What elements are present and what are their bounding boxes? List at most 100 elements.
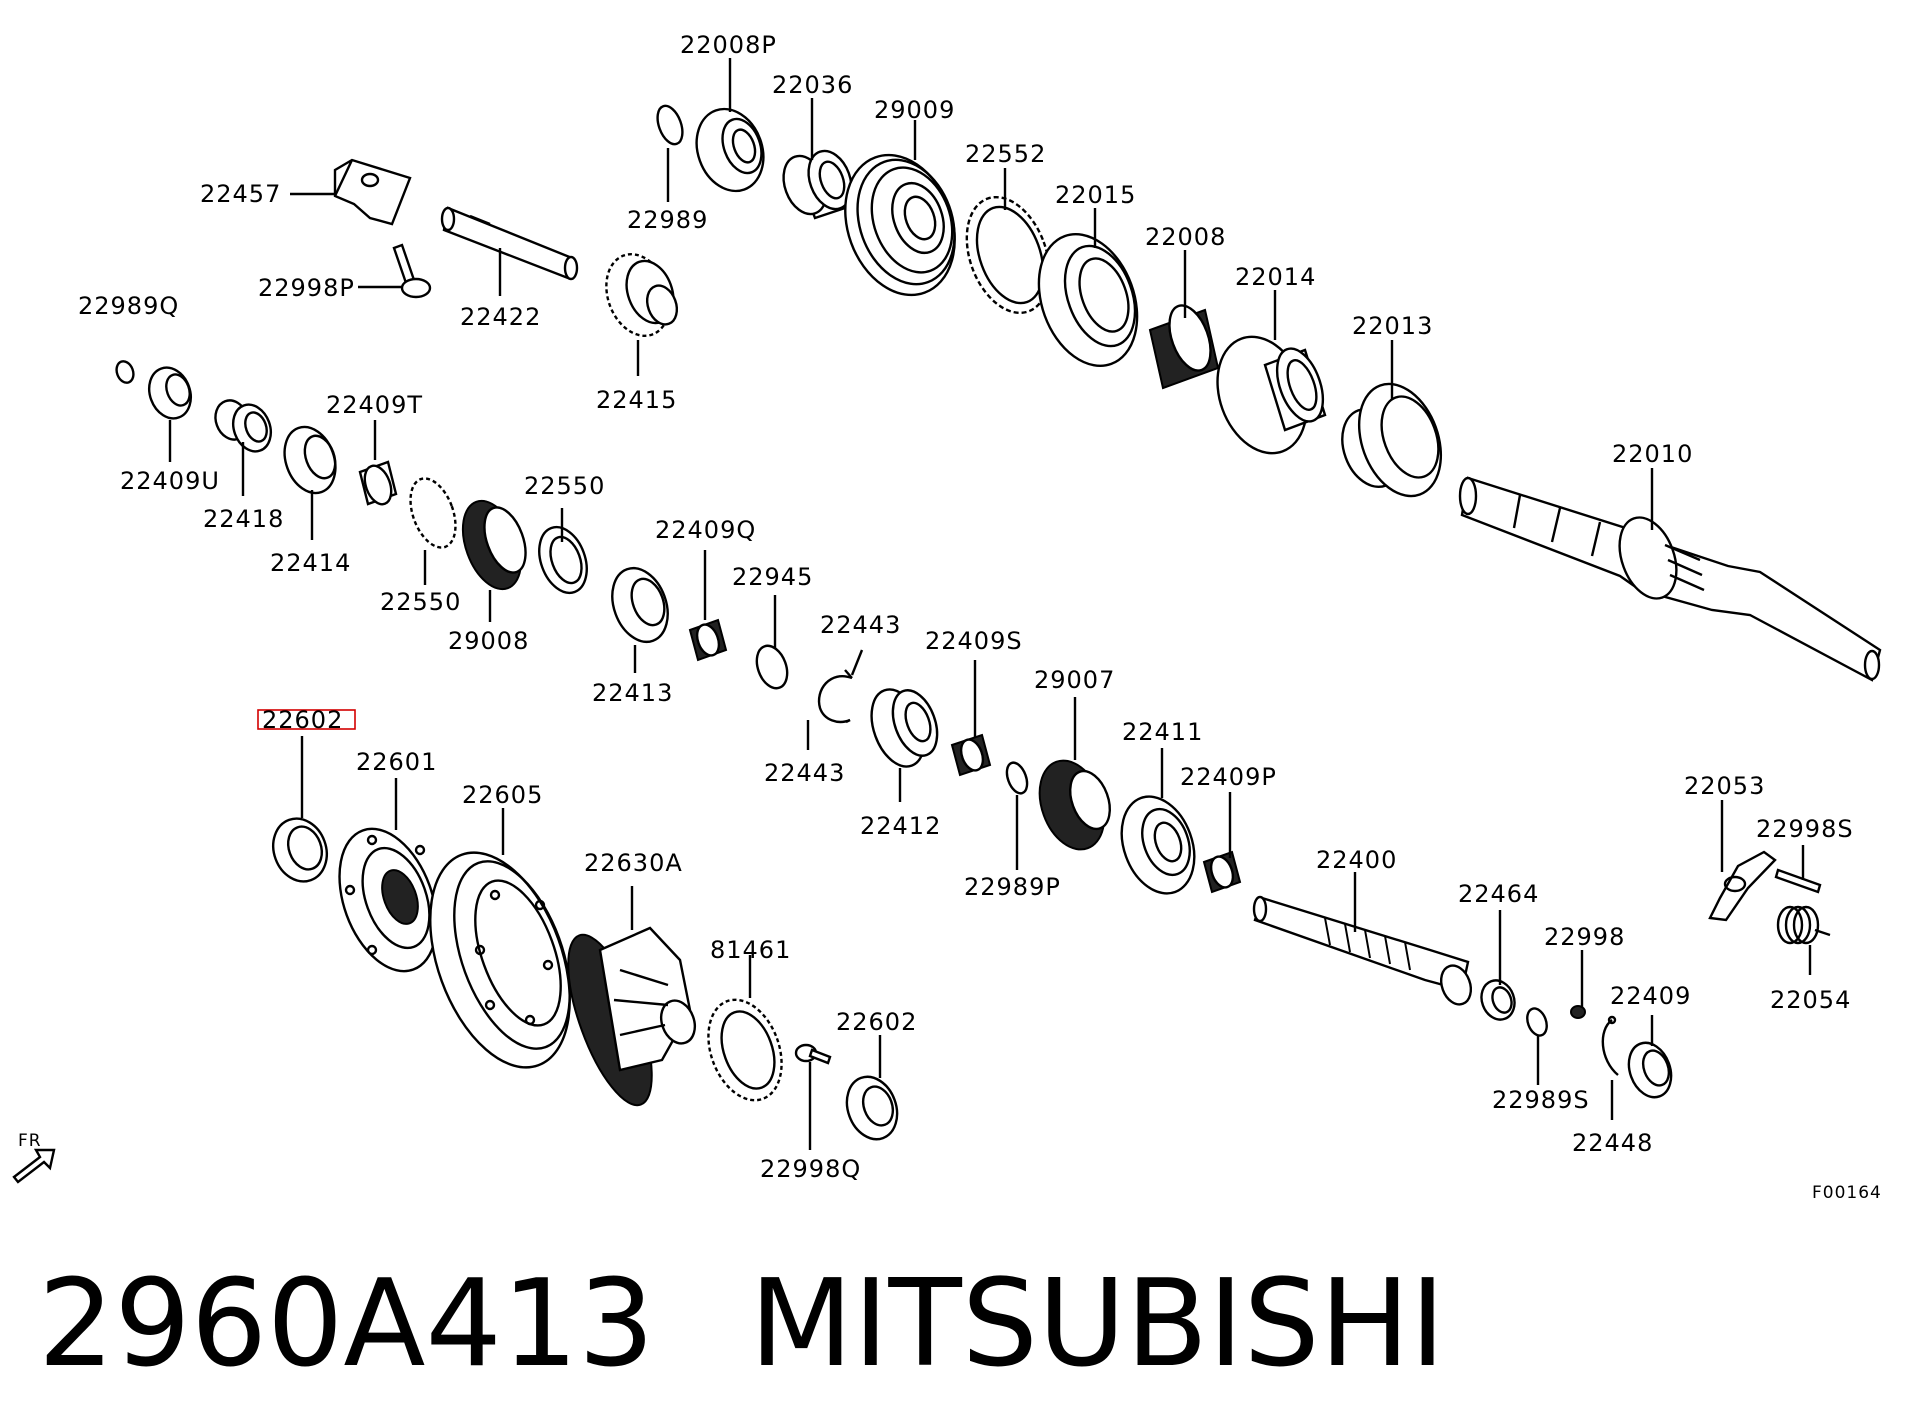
part-label: 29008 xyxy=(448,627,529,655)
part-label: 22630A xyxy=(584,849,683,877)
part-label: 22010 xyxy=(1612,440,1693,468)
part-number-heading: 2960A413 xyxy=(38,1255,655,1394)
part-label: 22989P xyxy=(964,873,1061,901)
part-label: 22998P xyxy=(258,274,355,302)
part-bearing-22409U xyxy=(148,366,192,420)
part-label: 29009 xyxy=(874,96,955,124)
part-diff-case-22630A xyxy=(567,926,697,1107)
part-shaft-22010 xyxy=(1458,476,1882,682)
highlight-box xyxy=(257,709,356,730)
part-label: 22550 xyxy=(524,472,605,500)
part-ring-22989Q xyxy=(115,360,135,384)
part-bearing-22015 xyxy=(1037,232,1139,368)
front-direction-arrow-icon xyxy=(12,1148,56,1184)
part-synchro-29009 xyxy=(844,153,956,297)
part-bearing-22409 xyxy=(1627,1041,1673,1099)
part-rod-22422 xyxy=(440,206,579,281)
part-bolt-22998P xyxy=(392,243,432,299)
part-bearing-22414 xyxy=(283,425,337,495)
part-label: 22550 xyxy=(380,588,461,616)
part-label: 22989S xyxy=(1492,1086,1590,1114)
part-label: 22411 xyxy=(1122,718,1203,746)
part-ball-22998 xyxy=(1570,1005,1586,1019)
part-label: 22414 xyxy=(270,549,351,577)
part-label: 22998S xyxy=(1756,815,1854,843)
part-label: 22601 xyxy=(356,748,437,776)
part-collar-22418 xyxy=(214,399,273,453)
part-label: 22008P xyxy=(680,31,777,59)
part-label: 22415 xyxy=(596,386,677,414)
part-label: 22989Q xyxy=(78,292,179,320)
part-label: 22409U xyxy=(120,467,220,495)
part-label: 22409P xyxy=(1180,763,1277,791)
part-needle-bearing-22409S xyxy=(950,733,992,777)
part-label: 22013 xyxy=(1352,312,1433,340)
part-label: 22413 xyxy=(592,679,673,707)
part-pin-22998S xyxy=(1774,868,1822,894)
part-collar-22464 xyxy=(1480,979,1516,1021)
part-label: 81461 xyxy=(710,936,791,964)
part-label: 22418 xyxy=(203,505,284,533)
part-collar-22036 xyxy=(782,149,853,220)
part-label: 22457 xyxy=(200,180,281,208)
part-label: 22989 xyxy=(627,206,708,234)
part-flange-22014 xyxy=(1216,335,1327,455)
part-ring-gear-22605 xyxy=(429,851,571,1069)
part-label: 22014 xyxy=(1235,263,1316,291)
part-label: 22602 xyxy=(262,706,343,734)
part-labels: 22008P 22036 29009 22552 22015 22008 220… xyxy=(78,31,1854,1183)
part-label: 22015 xyxy=(1055,181,1136,209)
part-label: 22036 xyxy=(772,71,853,99)
part-bearing-22013 xyxy=(1341,382,1443,498)
part-spring-22054 xyxy=(1776,905,1831,945)
brand-heading: MITSUBISHI xyxy=(749,1255,1446,1394)
product-caption: 2960A413 MITSUBISHI xyxy=(38,1255,1445,1395)
part-label: 22008 xyxy=(1145,223,1226,251)
part-ring-22945 xyxy=(755,644,789,690)
part-label: 22998 xyxy=(1544,923,1625,951)
part-ring-22989S xyxy=(1526,1007,1548,1037)
exploded-parts-diagram: FR xyxy=(12,31,1882,1203)
part-bearing-22008P xyxy=(695,107,765,193)
part-label: 22605 xyxy=(462,781,543,809)
part-label: 22422 xyxy=(460,303,541,331)
part-sensor-rotor-81461 xyxy=(707,998,783,1102)
part-label: 22998Q xyxy=(760,1155,861,1183)
leader-lines xyxy=(168,58,1812,1150)
part-needle-bearing-22409P xyxy=(1202,850,1242,894)
part-needle-bearing-22409T xyxy=(358,460,398,506)
part-gear-29007 xyxy=(1038,759,1111,851)
part-gear-29008 xyxy=(461,499,527,591)
part-label: 22945 xyxy=(732,563,813,591)
part-label: 22409T xyxy=(326,391,423,419)
part-label: 22443 xyxy=(764,759,845,787)
part-ring-gear-22552 xyxy=(965,195,1051,315)
part-label: 22464 xyxy=(1458,880,1539,908)
part-bolt-22998Q xyxy=(794,1043,832,1065)
part-lever-22053 xyxy=(1708,850,1777,922)
part-label: 22602 xyxy=(836,1008,917,1036)
part-label: 22412 xyxy=(860,812,941,840)
part-ring-22989 xyxy=(656,104,684,146)
part-snap-ring-22448 xyxy=(1601,1015,1619,1076)
part-gear-22415 xyxy=(605,253,679,337)
part-label: 22054 xyxy=(1770,986,1851,1014)
part-seal-22602-right xyxy=(845,1075,899,1141)
part-label: 22443 xyxy=(820,611,901,639)
part-shaft-22400 xyxy=(1252,895,1473,1006)
part-label: 22400 xyxy=(1316,846,1397,874)
part-ring-22989P xyxy=(1005,761,1029,795)
part-bearing-22412 xyxy=(870,688,939,768)
part-ring-gear-22550-a xyxy=(409,477,457,549)
part-label: 22409S xyxy=(925,627,1023,655)
part-bearing-22411 xyxy=(1120,795,1196,895)
part-shift-block-22457 xyxy=(333,158,412,226)
part-label: 22409Q xyxy=(655,516,756,544)
part-label: 22053 xyxy=(1684,772,1765,800)
part-cover-22601 xyxy=(338,827,438,973)
part-bearing-22413 xyxy=(611,567,669,643)
front-direction-label: FR xyxy=(18,1131,42,1151)
part-needle-bearing-22409Q xyxy=(688,618,728,662)
part-ring-gear-22550-b xyxy=(538,525,588,595)
part-label: 22409 xyxy=(1610,982,1691,1010)
